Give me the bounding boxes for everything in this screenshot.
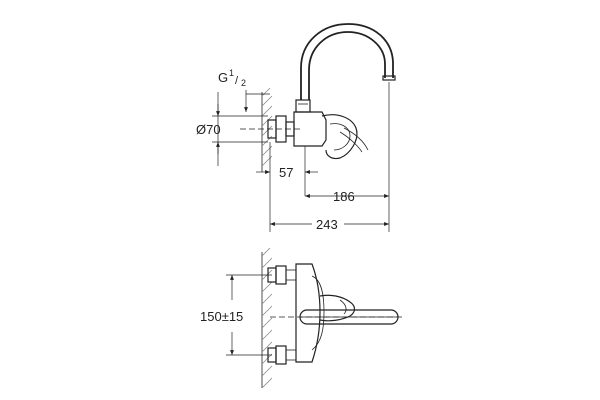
- spout-dimension: 186: [305, 189, 389, 204]
- lever-handle: [321, 114, 358, 160]
- spout: [300, 23, 396, 100]
- thread-denominator: 2: [241, 78, 246, 88]
- offset-label: 57: [279, 165, 293, 180]
- mixer-body: [293, 99, 327, 147]
- front-view: 150±15: [200, 247, 404, 389]
- wall-hatch-top: [261, 87, 273, 172]
- mixer-body-front: [295, 263, 325, 363]
- spout-label: 186: [333, 189, 355, 204]
- lower-connector: [267, 345, 296, 365]
- thread-letter: G: [218, 70, 228, 85]
- wall-hatch-bottom: [261, 247, 273, 389]
- total-label: 243: [316, 217, 338, 232]
- spacing-label: 150±15: [200, 309, 243, 324]
- spacing-dimension: 150±15: [200, 274, 272, 356]
- diameter-label: Ø70: [196, 122, 221, 137]
- total-dimension: 243: [270, 217, 389, 232]
- lever-front: [299, 294, 399, 325]
- thread-numerator: 1: [229, 68, 234, 78]
- offset-dimension: 57: [256, 165, 318, 180]
- thread-slash: /: [235, 75, 239, 87]
- side-elevation-view: G 1 / 2 Ø70 57 186: [196, 23, 396, 232]
- thread-size-label: G 1 / 2: [218, 68, 270, 112]
- upper-connector: [267, 265, 296, 285]
- water-flow-lines: [339, 127, 369, 153]
- diameter-dimension: Ø70: [196, 92, 268, 166]
